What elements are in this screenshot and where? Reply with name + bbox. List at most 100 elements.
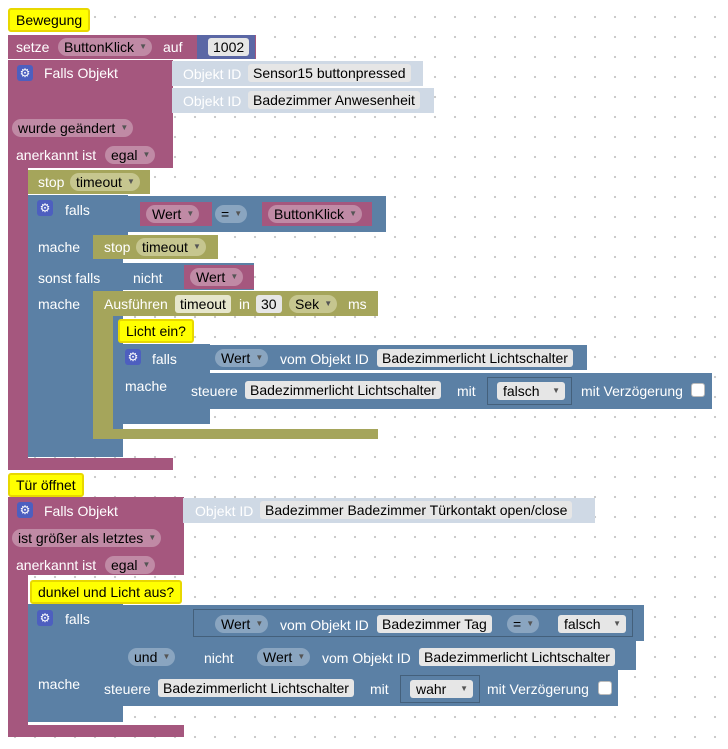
gear-icon[interactable]: ⚙ (17, 65, 33, 81)
c1-operator-dropdown[interactable]: =▼ (507, 615, 540, 633)
do2-label: mache (38, 296, 81, 312)
c2-object-field[interactable]: Badezimmerlicht Lichtschalter (419, 648, 615, 666)
ack-label: anerkannt ist (16, 147, 97, 163)
set-variable-dropdown[interactable]: ButtonKlick▼ (58, 38, 153, 56)
exec-label: Ausführen (104, 296, 168, 312)
event-block-2-footer (8, 725, 184, 737)
do-stop-dropdown[interactable]: timeout▼ (136, 238, 206, 256)
gear-icon[interactable]: ⚙ (37, 200, 53, 216)
inner-do-label: mache (125, 378, 168, 394)
delay-checkbox-2[interactable] (598, 681, 612, 695)
exec-in-label: in (239, 296, 250, 312)
control-object-field-1[interactable]: Badezimmerlicht Lichtschalter (245, 381, 441, 399)
and-dropdown[interactable]: und▼ (128, 648, 176, 666)
dropdown-arrow-icon: ▼ (120, 123, 129, 132)
inner-object-field[interactable]: Badezimmerlicht Lichtschalter (377, 349, 573, 367)
exec-unit-dropdown[interactable]: Sek▼ (289, 295, 338, 313)
set-label: setze (16, 39, 50, 55)
delay-checkbox-1[interactable] (691, 383, 705, 397)
if-label: falls (65, 202, 90, 218)
exec-name-field[interactable]: timeout (175, 295, 231, 313)
dropdown-arrow-icon: ▼ (162, 652, 171, 661)
dropdown-arrow-icon: ▼ (193, 242, 201, 251)
delay-label-2: mit Verzögerung (487, 681, 589, 697)
ack-dropdown-2[interactable]: egal▼ (105, 556, 156, 574)
compare-left-dropdown[interactable]: Wert▼ (146, 205, 200, 223)
comment-dunkel[interactable]: dunkel und Licht aus? (30, 580, 183, 604)
dropdown-arrow-icon: ▼ (186, 209, 195, 218)
gear-icon[interactable]: ⚙ (17, 502, 33, 518)
inner-from-label: vom Objekt ID (280, 351, 369, 367)
stop-timeout-dropdown[interactable]: timeout▼ (70, 173, 140, 191)
dropdown-arrow-icon: ▼ (139, 42, 148, 51)
do-label: mache (38, 239, 81, 255)
dropdown-arrow-icon: ▼ (613, 619, 621, 628)
dropdown-arrow-icon: ▼ (255, 619, 264, 628)
event-block-spine (8, 60, 28, 470)
dropdown-arrow-icon: ▼ (142, 560, 151, 569)
c2-from-label: vom Objekt ID (322, 650, 411, 666)
trigger-label: Falls Objekt (44, 65, 118, 81)
control-label-2: steuere (104, 681, 151, 697)
dropdown-arrow-icon: ▼ (552, 386, 560, 395)
object-id-label-2: Objekt ID (183, 93, 242, 109)
gear-icon[interactable]: ⚙ (125, 349, 141, 365)
do-label-2: mache (38, 676, 81, 692)
control-label-1: steuere (191, 383, 238, 399)
c2-value-dropdown[interactable]: Wert▼ (257, 648, 311, 666)
c1-from-label: vom Objekt ID (280, 617, 369, 633)
dropdown-arrow-icon: ▼ (349, 209, 358, 218)
exec-timeout-footer (93, 429, 378, 439)
dropdown-arrow-icon: ▼ (460, 684, 468, 693)
not-label-2: nicht (204, 650, 234, 666)
dropdown-arrow-icon: ▼ (230, 272, 239, 281)
trigger-label-2: Falls Objekt (44, 503, 118, 519)
dropdown-arrow-icon: ▼ (526, 619, 535, 628)
control-value-dropdown-2[interactable]: wahr▼ (410, 680, 473, 698)
dropdown-arrow-icon: ▼ (255, 353, 264, 362)
stop-label: stop (38, 174, 65, 190)
change-type-dropdown[interactable]: wurde geändert▼ (12, 119, 134, 137)
event-block-footer (8, 458, 173, 470)
object-id-label-1: Objekt ID (183, 66, 242, 82)
number-value[interactable]: 1002 (208, 38, 250, 56)
dropdown-arrow-icon: ▼ (127, 177, 135, 186)
set-on-label: auf (163, 39, 183, 55)
not-value-dropdown[interactable]: Wert▼ (190, 268, 244, 286)
not-label: nicht (133, 270, 163, 286)
comment-bewegung[interactable]: Bewegung (8, 8, 91, 32)
comment-tuer-oeffnet[interactable]: Tür öffnet (8, 473, 84, 497)
c1-object-field[interactable]: Badezimmer Tag (377, 615, 492, 633)
object-id-value-3[interactable]: Badezimmer Badezimmer Türkontakt open/cl… (260, 501, 573, 519)
inner-if-label: falls (152, 351, 177, 367)
dropdown-arrow-icon: ▼ (324, 299, 333, 308)
control-object-field-2[interactable]: Badezimmerlicht Lichtschalter (158, 679, 354, 697)
dropdown-arrow-icon: ▼ (142, 150, 151, 159)
if-label-2: falls (65, 611, 90, 627)
event-block-2-spine (8, 497, 28, 737)
dropdown-arrow-icon: ▼ (297, 652, 306, 661)
change-type-dropdown-2[interactable]: ist größer als letztes▼ (12, 529, 162, 547)
c1-value-dropdown[interactable]: Wert▼ (215, 615, 269, 633)
object-id-value-2[interactable]: Badezimmer Anwesenheit (248, 91, 420, 109)
do-stop-label: stop (104, 239, 131, 255)
dropdown-arrow-icon: ▼ (234, 209, 243, 218)
object-id-label-3: Objekt ID (195, 503, 254, 519)
control-with-label-2: mit (370, 681, 389, 697)
exec-amount-field[interactable]: 30 (256, 295, 282, 313)
object-id-value-1[interactable]: Sensor15 buttonpressed (248, 64, 411, 82)
delay-label-1: mit Verzögerung (581, 383, 683, 399)
inner-value-dropdown[interactable]: Wert▼ (215, 349, 269, 367)
exec-ms-label: ms (348, 296, 367, 312)
c1-right-dropdown[interactable]: falsch▼ (558, 615, 626, 633)
control-with-label-1: mit (457, 383, 476, 399)
ack-label-2: anerkannt ist (16, 557, 97, 573)
comment-licht-ein[interactable]: Licht ein? (118, 319, 194, 343)
compare-operator-dropdown[interactable]: =▼ (215, 205, 248, 223)
else-if-label: sonst falls (38, 270, 101, 286)
control-value-dropdown-1[interactable]: falsch▼ (497, 382, 565, 400)
gear-icon[interactable]: ⚙ (37, 610, 53, 626)
compare-right-dropdown[interactable]: ButtonKlick▼ (268, 205, 363, 223)
ack-dropdown[interactable]: egal▼ (105, 146, 156, 164)
exec-timeout-spine (93, 291, 113, 439)
